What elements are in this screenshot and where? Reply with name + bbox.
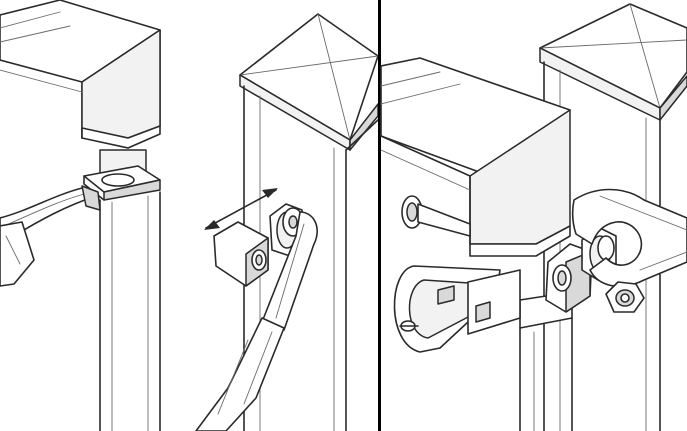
cable-left xyxy=(0,185,101,287)
post-left xyxy=(99,191,161,431)
hinge-block-left xyxy=(213,221,269,287)
panel-divider xyxy=(378,0,381,431)
driver-tool-left xyxy=(195,211,318,431)
bolt-icon xyxy=(401,195,471,237)
post-right xyxy=(539,3,687,431)
top-rail-left xyxy=(0,0,161,139)
left-panel xyxy=(0,0,379,431)
clamp-icon xyxy=(393,265,521,353)
double-arrow-icon xyxy=(204,188,278,230)
hinge-plate-left xyxy=(83,165,161,201)
post-right-in-left-panel xyxy=(239,13,379,431)
top-rail-right xyxy=(380,57,571,245)
wrench-icon xyxy=(571,188,687,288)
nut-icon xyxy=(605,281,645,313)
right-panel xyxy=(380,3,687,431)
